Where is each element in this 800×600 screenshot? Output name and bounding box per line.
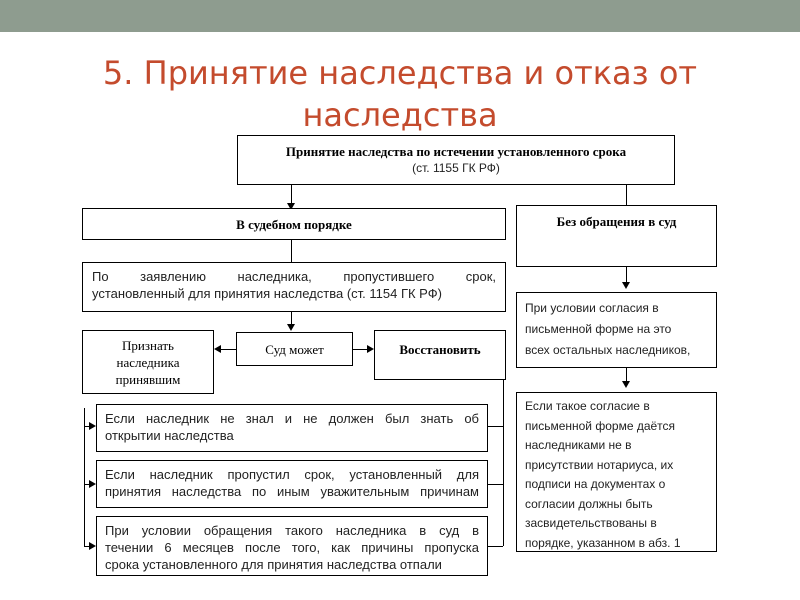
- connector: [626, 368, 627, 382]
- application-line2: установленный для принятия наследства (с…: [92, 286, 442, 301]
- connector: [291, 240, 292, 262]
- connector: [84, 426, 90, 427]
- recognize-line2: наследника: [116, 355, 180, 370]
- connector: [488, 484, 503, 485]
- condition-1-line1: Если наследник не знал и не должен был з…: [105, 411, 479, 426]
- slide-title: 5. Принятие наследства и отказ от наслед…: [0, 52, 800, 136]
- consent-form-line4: присутствии нотариуса, их: [525, 457, 674, 472]
- top-box-line2: (ст. 1155 ГК РФ): [412, 161, 500, 175]
- connector: [291, 185, 292, 207]
- consent-line2: письменной форме на это: [525, 322, 672, 336]
- consent-form-line6: согласии должны быть: [525, 496, 653, 511]
- no-court-box: Без обращения в суд: [516, 205, 717, 267]
- slide-title-line2: наследства: [302, 96, 498, 134]
- court-may-label: Суд может: [265, 342, 324, 357]
- arrow: [89, 422, 96, 430]
- condition-2-line2: принятия наследства по иным уважительным…: [105, 484, 479, 499]
- judicial-box: В судебном порядке: [82, 208, 506, 240]
- condition-box-2: Если наследник пропустил срок, установле…: [96, 460, 488, 508]
- top-box: Принятие наследства по истечении установ…: [237, 135, 675, 185]
- arrow: [89, 542, 96, 550]
- consent-form-line7: засвидетельствованы в: [525, 516, 657, 530]
- court-may-box: Суд может: [236, 332, 353, 366]
- recognize-line1: Признать: [122, 338, 174, 353]
- connector: [291, 312, 292, 326]
- connector: [626, 267, 627, 283]
- consent-box: При условии согласия в письменной форме …: [516, 292, 717, 368]
- slide-title-line1: 5. Принятие наследства и отказ от: [102, 54, 698, 92]
- application-box: По заявлению наследника, пропустившего с…: [82, 262, 506, 312]
- consent-line1: При условии согласия в: [525, 301, 659, 315]
- consent-form-line1: Если такое согласие в: [525, 399, 650, 413]
- condition-2-line1: Если наследник пропустил срок, установле…: [105, 467, 479, 482]
- connector: [488, 546, 503, 547]
- judicial-label: В судебном порядке: [236, 217, 352, 232]
- arrow: [214, 345, 221, 353]
- consent-form-line2: письменной форме даётся: [525, 418, 676, 433]
- arrow: [622, 381, 630, 388]
- no-court-label: Без обращения в суд: [556, 214, 677, 229]
- restore-label: Восстановить: [399, 342, 481, 357]
- condition-1-line2: открытии наследства: [105, 428, 234, 443]
- connector: [488, 426, 503, 427]
- consent-form-line8: порядке, указанном в абз. 1: [525, 535, 681, 550]
- condition-3-line1: При условии обращения такого наследника …: [105, 523, 479, 538]
- restore-box: Восстановить: [374, 330, 506, 380]
- consent-form-line3: наследниками не в: [525, 438, 632, 452]
- recognize-line3: принявшим: [115, 372, 181, 387]
- application-line1: По заявлению наследника, пропустившего с…: [92, 269, 496, 284]
- bracket-line: [84, 408, 85, 546]
- connector: [84, 484, 90, 485]
- connector: [220, 349, 236, 350]
- condition-box-3: При условии обращения такого наследника …: [96, 516, 488, 576]
- consent-form-line5: подписи на документах о: [525, 477, 666, 491]
- top-bar: [0, 0, 800, 32]
- arrow: [89, 480, 96, 488]
- condition-3-line2: течении 6 месяцев после того, как причин…: [105, 540, 479, 555]
- connector: [84, 546, 90, 547]
- condition-3-line3: срока установленного для принятия наслед…: [105, 557, 442, 572]
- bracket-line: [503, 380, 504, 546]
- consent-form-box: Если такое согласие в письменной форме д…: [516, 392, 717, 552]
- arrow: [622, 282, 630, 289]
- arrow: [287, 324, 295, 331]
- recognize-box: Признать наследника принявшим: [82, 330, 214, 394]
- arrow: [367, 345, 374, 353]
- top-box-line1: Принятие наследства по истечении установ…: [285, 144, 627, 159]
- condition-box-1: Если наследник не знал и не должен был з…: [96, 404, 488, 452]
- connector: [626, 185, 627, 207]
- consent-line3: всех остальных наследников,: [525, 343, 691, 357]
- arrow: [287, 203, 295, 210]
- connector: [353, 349, 367, 350]
